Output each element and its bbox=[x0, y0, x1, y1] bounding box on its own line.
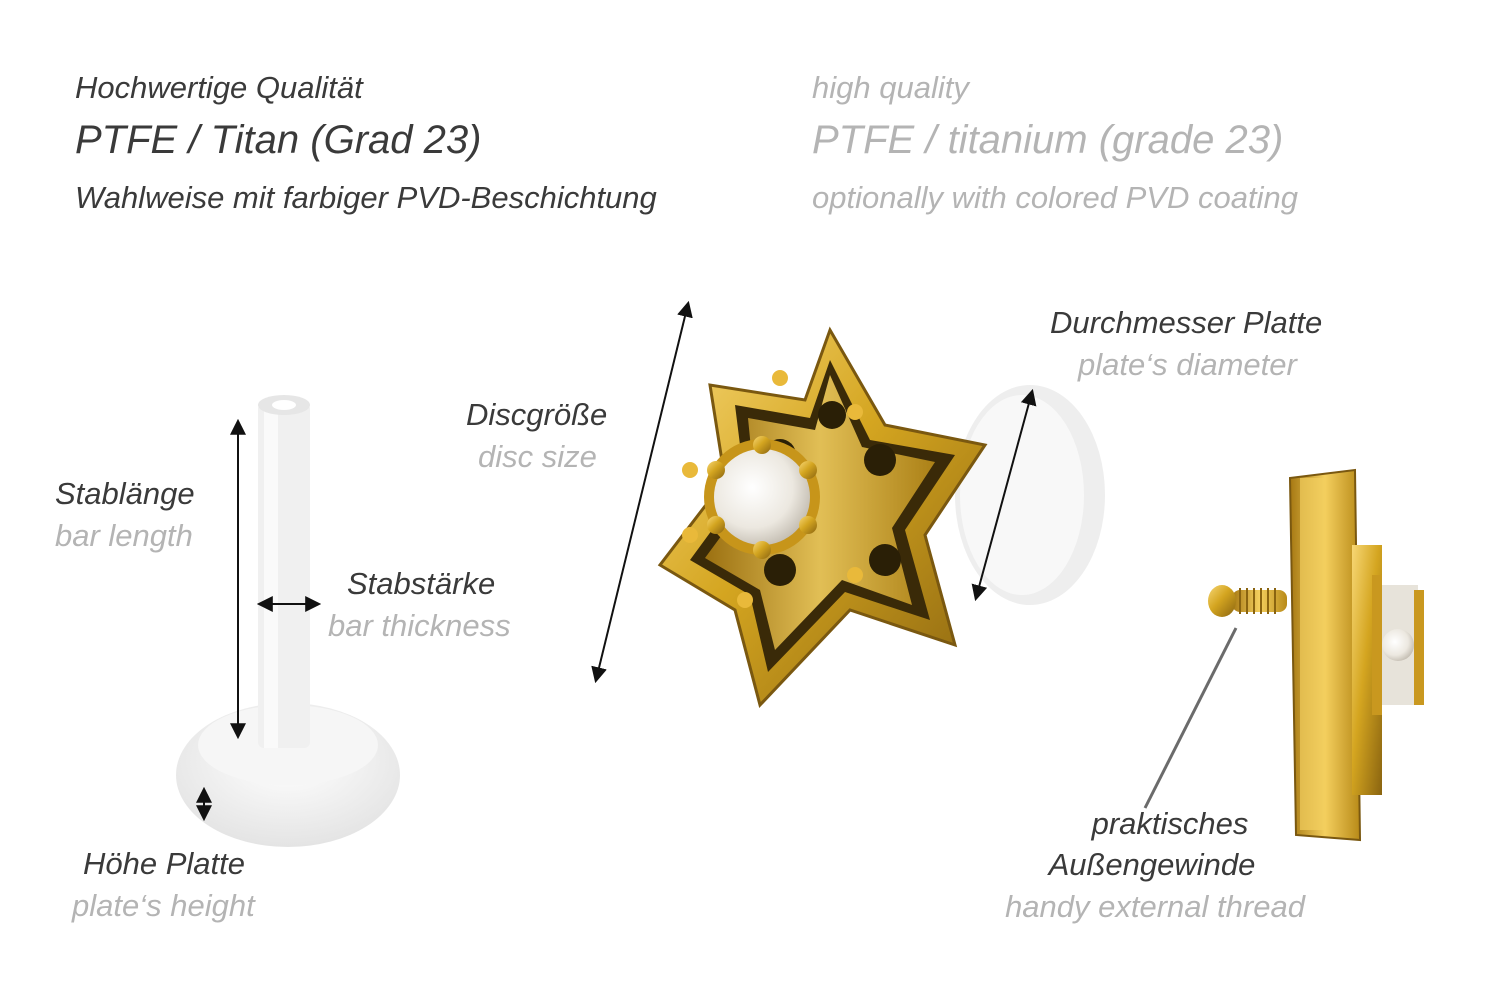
plate-diameter-label-de: Durchmesser Platte bbox=[1050, 305, 1323, 340]
thread-pointer-line bbox=[1143, 627, 1238, 809]
thread-label-de-line2: Außengewinde bbox=[1048, 847, 1256, 882]
disc-size-label-en: disc size bbox=[478, 439, 597, 474]
thread-label-de-line1: praktisches bbox=[1091, 806, 1249, 841]
gold-top-side-view-icon bbox=[1208, 468, 1424, 842]
disc-size-label-de: Discgröße bbox=[466, 397, 608, 432]
plate-height-label-de: Höhe Platte bbox=[83, 846, 245, 881]
plate-height-label-en: plate‘s height bbox=[72, 888, 255, 923]
thread-label-en: handy external thread bbox=[1005, 889, 1305, 924]
quality-en: high quality bbox=[812, 70, 969, 105]
material-de: PTFE / Titan (Grad 23) bbox=[75, 118, 482, 162]
bar-thickness-label-de: Stabstärke bbox=[347, 566, 496, 601]
disc-size-arrow-icon bbox=[591, 300, 693, 684]
quality-de: Hochwertige Qualität bbox=[75, 70, 363, 105]
gold-star-flower-top-icon bbox=[657, 326, 988, 708]
ptfe-back-plate-icon bbox=[955, 385, 1105, 605]
coating-en: optionally with colored PVD coating bbox=[812, 180, 1298, 215]
coating-de: Wahlweise mit farbiger PVD-Beschichtung bbox=[75, 180, 657, 215]
bar-length-label-en: bar length bbox=[55, 518, 193, 553]
bar-thickness-label-en: bar thickness bbox=[328, 608, 511, 643]
plate-diameter-arrow-icon bbox=[971, 388, 1037, 602]
material-en: PTFE / titanium (grade 23) bbox=[812, 118, 1284, 162]
bar-length-label-de: Stablänge bbox=[55, 476, 195, 511]
plate-diameter-label-en: plate‘s diameter bbox=[1078, 347, 1297, 382]
